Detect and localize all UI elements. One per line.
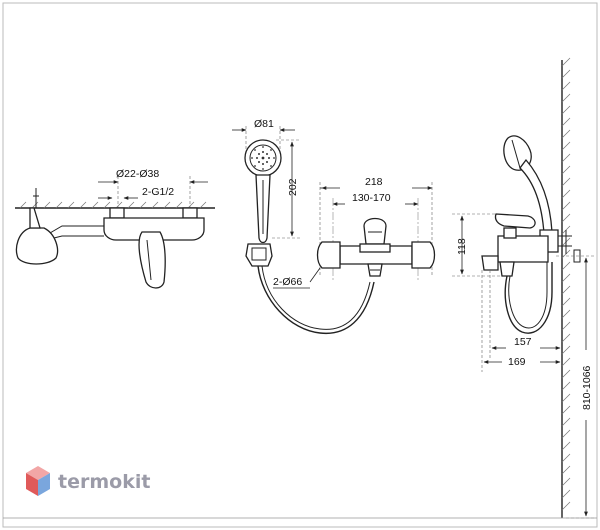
brand-name: termokit bbox=[58, 471, 150, 493]
mixer-body-top bbox=[103, 217, 205, 241]
depth-large-label: 169 bbox=[508, 356, 526, 368]
side-wall-hatch bbox=[561, 57, 571, 511]
shower-head-top bbox=[15, 227, 59, 265]
shower-hose bbox=[257, 265, 375, 335]
holder-top bbox=[29, 207, 41, 229]
mount-height-label: 810-1066 bbox=[581, 365, 593, 410]
lever-handle bbox=[363, 217, 387, 245]
depth-small-label: 157 bbox=[514, 336, 532, 348]
thread-label: 2-G1/2 bbox=[142, 186, 174, 198]
flange-diameter-label: 2-Ø66 bbox=[273, 276, 302, 288]
pipe-diameter-label: Ø22-Ø38 bbox=[116, 168, 159, 180]
hose-connector bbox=[245, 243, 273, 267]
top-view: Ø22-Ø38 2-G1/2 bbox=[15, 168, 215, 289]
flange-right bbox=[411, 241, 436, 269]
nut-left bbox=[109, 207, 125, 219]
body-width-label: 218 bbox=[365, 176, 383, 188]
hose-side bbox=[504, 262, 553, 334]
nut-right bbox=[182, 207, 198, 219]
center-distance-label: 130-170 bbox=[352, 192, 391, 204]
head-diameter-label: Ø81 bbox=[254, 118, 274, 130]
side-view: 118 157 169 810-1066 bbox=[3, 57, 597, 519]
wall-hatch bbox=[19, 201, 207, 209]
spout-side bbox=[481, 255, 499, 271]
body-height-label: 118 bbox=[456, 238, 468, 255]
outlet-side bbox=[499, 261, 515, 277]
mixer-body-side bbox=[497, 235, 549, 263]
handset-view: Ø81 202 bbox=[232, 118, 375, 335]
flange-left bbox=[316, 241, 341, 269]
lever-top bbox=[138, 231, 166, 289]
handset-length-label: 202 bbox=[287, 178, 299, 196]
front-view: 218 130-170 2-Ø66 bbox=[273, 176, 436, 289]
brand-logo: termokit bbox=[26, 466, 150, 496]
spout-arm bbox=[49, 225, 104, 240]
lever-side bbox=[494, 213, 536, 229]
spray-nozzles bbox=[251, 146, 275, 170]
brand-cube-icon bbox=[26, 466, 50, 496]
cartridge-cap bbox=[359, 243, 391, 253]
